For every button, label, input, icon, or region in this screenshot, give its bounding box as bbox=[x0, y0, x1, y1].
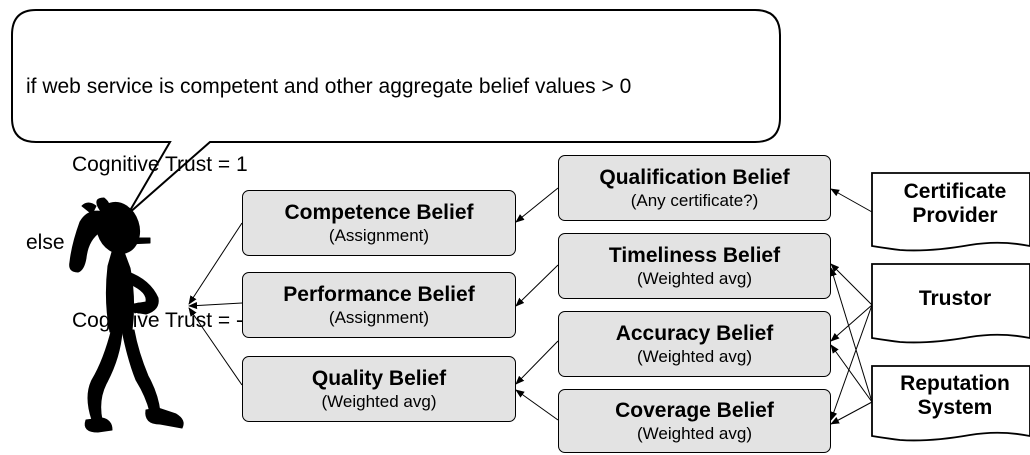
reputation-system-label: Reputation System bbox=[880, 372, 1030, 420]
qualification-belief-title: Qualification Belief bbox=[599, 165, 790, 189]
performance-belief-subtitle: (Assignment) bbox=[328, 307, 430, 327]
trustor-line1: Trustor bbox=[918, 287, 992, 310]
accuracy-belief-box: Accuracy Belief (Weighted avg) bbox=[558, 311, 831, 377]
certificate-provider-line1: Certificate bbox=[903, 180, 1007, 203]
timeliness-belief-title: Timeliness Belief bbox=[608, 243, 781, 267]
trustor-label: Trustor bbox=[880, 287, 1030, 311]
timeliness-belief-subtitle: (Weighted avg) bbox=[637, 268, 752, 288]
qualification-belief-subtitle: (Any certificate?) bbox=[630, 190, 759, 210]
reputation-system-line1: Reputation bbox=[900, 372, 1010, 395]
coverage-belief-subtitle: (Weighted avg) bbox=[637, 423, 752, 443]
competence-belief-box: Competence Belief (Assignment) bbox=[242, 190, 516, 256]
trustor-doc-shape bbox=[871, 263, 1030, 344]
thinking-person-figure bbox=[69, 197, 184, 433]
quality-belief-subtitle: (Weighted avg) bbox=[321, 391, 437, 411]
quality-belief-title: Quality Belief bbox=[311, 366, 447, 390]
quality-belief-box: Quality Belief (Weighted avg) bbox=[242, 356, 516, 422]
performance-belief-box: Performance Belief (Assignment) bbox=[242, 272, 516, 338]
speech-bubble bbox=[11, 9, 781, 215]
certificate-provider-line2: Provider bbox=[912, 204, 998, 227]
rule-then-line: Cognitive Trust = 1 bbox=[72, 153, 248, 176]
coverage-belief-box: Coverage Belief (Weighted avg) bbox=[558, 389, 831, 453]
reputation-system-doc-shape bbox=[871, 365, 1030, 442]
certificate-provider-doc-shape bbox=[871, 172, 1030, 252]
reputation-system-line2: System bbox=[917, 396, 993, 419]
speech-bubble-text: if web service is competent and other ag… bbox=[26, 22, 631, 360]
timeliness-belief-box: Timeliness Belief (Weighted avg) bbox=[558, 233, 831, 299]
accuracy-belief-subtitle: (Weighted avg) bbox=[637, 346, 752, 366]
rule-condition-line: if web service is competent and other ag… bbox=[26, 75, 632, 98]
competence-belief-title: Competence Belief bbox=[284, 200, 474, 224]
rule-else-line: else bbox=[26, 231, 65, 254]
certificate-provider-label: Certificate Provider bbox=[880, 180, 1030, 228]
coverage-belief-title: Coverage Belief bbox=[615, 398, 774, 422]
connector-arrows bbox=[188, 187, 873, 425]
accuracy-belief-title: Accuracy Belief bbox=[615, 321, 774, 345]
performance-belief-title: Performance Belief bbox=[283, 282, 475, 306]
competence-belief-subtitle: (Assignment) bbox=[328, 225, 430, 245]
qualification-belief-box: Qualification Belief (Any certificate?) bbox=[558, 155, 831, 221]
